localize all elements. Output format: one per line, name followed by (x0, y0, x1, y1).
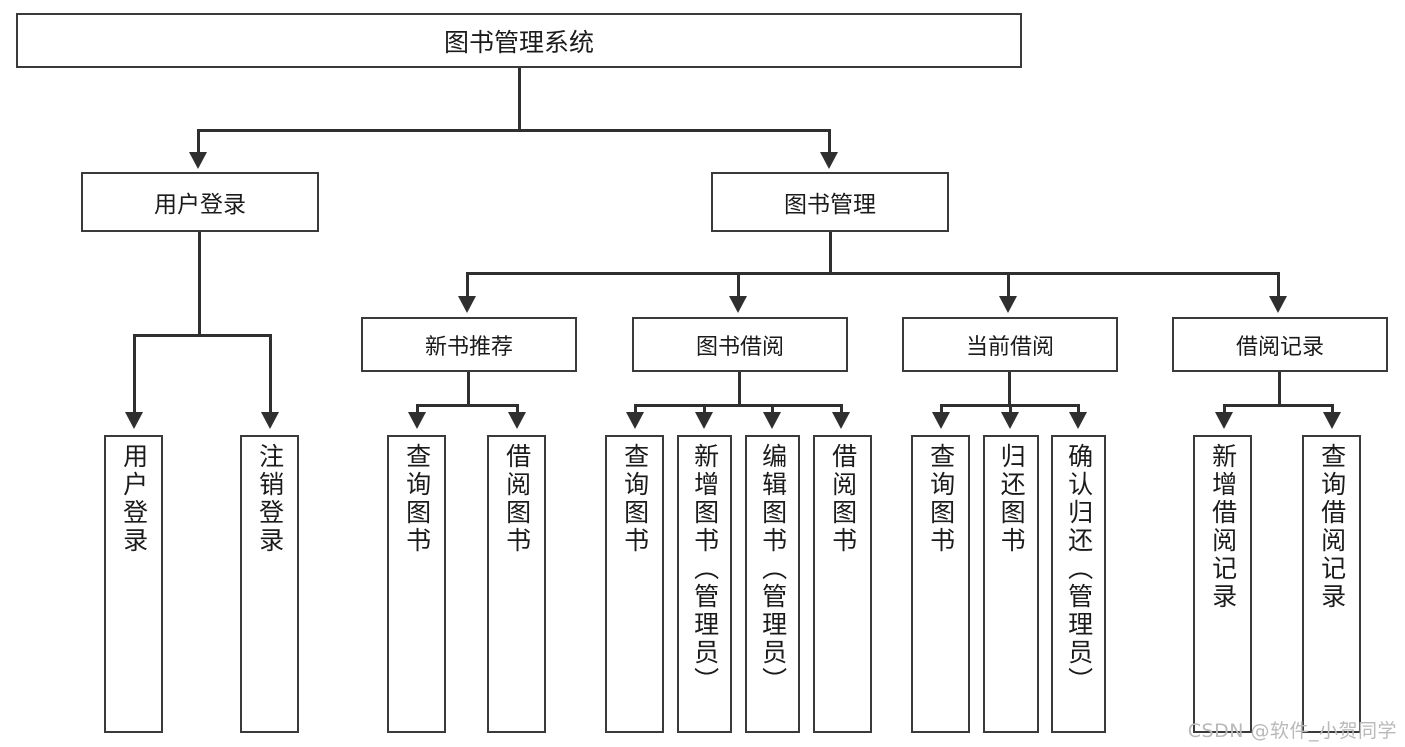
connector-user-login-stem (198, 232, 201, 336)
node-leaf-return-book[interactable]: 归还图书 (983, 435, 1039, 733)
connector-bb-drop-2 (703, 404, 706, 416)
node-label: 借阅记录 (1235, 334, 1324, 360)
node-leaf-confirm-return-admin[interactable]: 确认归还（管理员） (1051, 435, 1106, 733)
connector-nbr-drop-1 (416, 404, 419, 416)
connector-user-login-bus (133, 334, 272, 337)
connector-root-stem (518, 68, 521, 131)
leaf-label: 归还图书 (997, 443, 1027, 555)
connector-root-bus (197, 129, 831, 132)
node-book-borrow[interactable]: 图书借阅 (632, 317, 848, 372)
leaf-label: 编辑图书（管理员） (758, 443, 788, 695)
connector-book-management-stem (829, 232, 832, 274)
node-current-borrow[interactable]: 当前借阅 (902, 317, 1118, 372)
arrowhead-leaf-confirm-return-admin (1069, 412, 1087, 429)
watermark-text: CSDN @软件_小贺同学 (1187, 720, 1397, 742)
leaf-label: 借阅图书 (502, 443, 532, 555)
connector-cb-stem (1008, 372, 1011, 406)
connector-book-management-bus (466, 272, 1278, 275)
leaf-label: 新增图书（管理员） (690, 443, 720, 695)
arrowhead-leaf-edit-book-admin (763, 412, 781, 429)
leaf-label: 查询图书 (402, 443, 432, 555)
connector-cb-drop-1 (940, 404, 943, 416)
node-new-book-recommend[interactable]: 新书推荐 (361, 317, 577, 372)
leaf-label: 确认归还（管理员） (1064, 443, 1094, 695)
arrowhead-borrow-record (1269, 296, 1287, 313)
arrowhead-leaf-add-book-admin (695, 412, 713, 429)
arrowhead-user-login (189, 152, 207, 169)
node-leaf-edit-book-admin[interactable]: 编辑图书（管理员） (745, 435, 800, 733)
connector-bb-stem (738, 372, 741, 406)
leaf-label: 查询图书 (926, 443, 956, 555)
connector-br-bus (1223, 404, 1334, 407)
arrowhead-leaf-query-book-2 (626, 412, 644, 429)
node-leaf-query-book-2[interactable]: 查询图书 (605, 435, 664, 733)
connector-bm-drop-new-book (466, 272, 469, 300)
connector-bb-drop-1 (634, 404, 637, 416)
node-leaf-add-book-admin[interactable]: 新增图书（管理员） (677, 435, 732, 733)
connector-bb-drop-4 (840, 404, 843, 416)
arrowhead-book-borrow (729, 296, 747, 313)
leaf-label: 注销登录 (255, 443, 285, 555)
node-borrow-record[interactable]: 借阅记录 (1172, 317, 1388, 372)
arrowhead-leaf-logout-login (261, 412, 279, 429)
arrowhead-new-book-recommend (458, 296, 476, 313)
node-book-management[interactable]: 图书管理 (711, 172, 949, 232)
arrowhead-leaf-query-book-1 (408, 412, 426, 429)
node-leaf-query-book-1[interactable]: 查询图书 (387, 435, 446, 733)
connector-nbr-stem (467, 372, 470, 406)
connector-cb-drop-2 (1009, 404, 1012, 416)
arrowhead-book-management (820, 152, 838, 169)
connector-root-drop-user-login (197, 129, 200, 157)
node-root-system[interactable]: 图书管理系统 (16, 13, 1022, 68)
connector-br-stem (1278, 372, 1281, 406)
node-leaf-logout-login[interactable]: 注销登录 (240, 435, 299, 733)
connector-user-login-drop-1 (133, 334, 136, 416)
node-leaf-query-borrow-record[interactable]: 查询借阅记录 (1302, 435, 1361, 733)
connector-bm-drop-book-borrow (737, 272, 740, 300)
node-label: 图书借阅 (695, 334, 784, 360)
arrowhead-leaf-user-login (125, 412, 143, 429)
connector-nbr-drop-2 (516, 404, 519, 416)
leaf-label: 借阅图书 (828, 443, 858, 555)
leaf-label: 查询图书 (620, 443, 650, 555)
node-label: 图书管理系统 (443, 27, 594, 57)
arrowhead-leaf-return-book (1001, 412, 1019, 429)
arrowhead-leaf-borrow-book-2 (832, 412, 850, 429)
leaf-label: 用户登录 (119, 443, 149, 555)
connector-br-drop-2 (1331, 404, 1334, 416)
connector-root-drop-book-management (828, 129, 831, 157)
arrowhead-leaf-add-borrow-record (1215, 412, 1233, 429)
arrowhead-leaf-borrow-book-1 (508, 412, 526, 429)
arrowhead-current-borrow (999, 296, 1017, 313)
leaf-label: 查询借阅记录 (1317, 443, 1347, 611)
node-label: 图书管理 (784, 192, 876, 218)
node-label: 当前借阅 (965, 334, 1054, 360)
arrowhead-leaf-query-borrow-record (1323, 412, 1341, 429)
connector-bb-drop-3 (771, 404, 774, 416)
connector-br-drop-1 (1223, 404, 1226, 416)
node-leaf-add-borrow-record[interactable]: 新增借阅记录 (1193, 435, 1252, 733)
node-leaf-borrow-book-2[interactable]: 借阅图书 (813, 435, 872, 733)
connector-bm-drop-borrow-record (1277, 272, 1280, 300)
node-leaf-user-login[interactable]: 用户登录 (104, 435, 163, 733)
node-leaf-borrow-book-1[interactable]: 借阅图书 (487, 435, 546, 733)
node-label: 新书推荐 (424, 334, 513, 360)
node-label: 用户登录 (154, 192, 246, 218)
arrowhead-leaf-query-book-3 (932, 412, 950, 429)
connector-bb-bus (634, 404, 842, 407)
leaf-label: 新增借阅记录 (1208, 443, 1238, 611)
connector-nbr-bus (416, 404, 519, 407)
connector-user-login-drop-2 (269, 334, 272, 416)
node-user-login[interactable]: 用户登录 (81, 172, 319, 232)
connector-bm-drop-current-borrow (1007, 272, 1010, 300)
node-leaf-query-book-3[interactable]: 查询图书 (911, 435, 970, 733)
connector-cb-drop-3 (1077, 404, 1080, 416)
